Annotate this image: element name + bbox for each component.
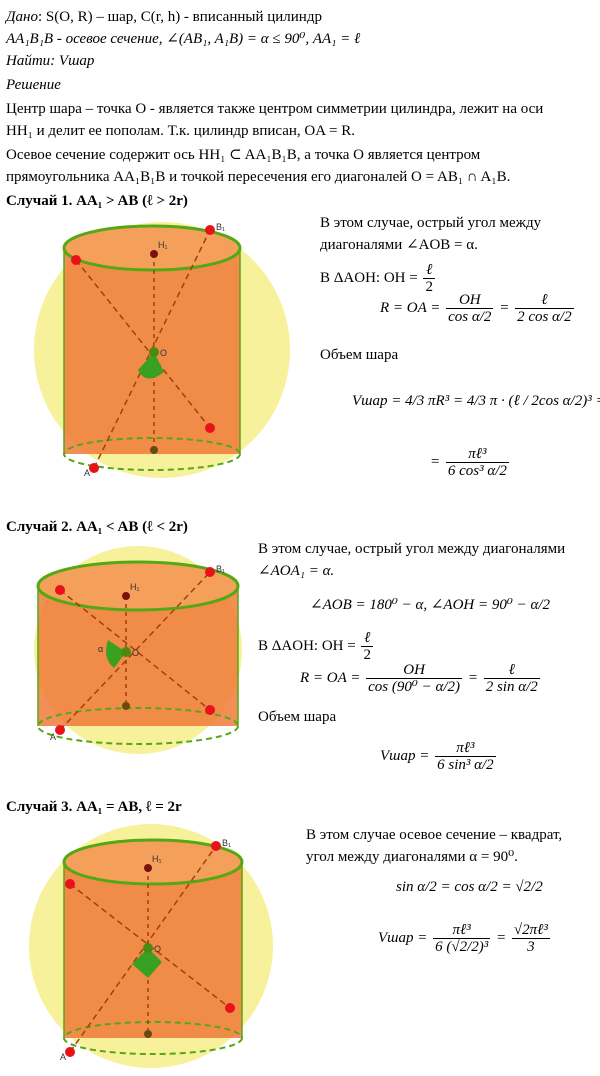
case1-r-eq: =: [499, 299, 510, 316]
case3-v-den: 6 (√2/2)³: [435, 939, 489, 955]
label-a: A: [50, 732, 56, 742]
case2-t4: В ΔAOH: OH =: [258, 637, 356, 654]
case3-v2-den: 3: [527, 939, 535, 955]
case3-t1: В этом случае осевое сечение – квадрат,: [306, 827, 563, 843]
case3-v-eq: =: [496, 929, 507, 946]
case2-v-den: 6 sin³ α/2: [437, 757, 494, 773]
angle-marker: [132, 948, 162, 978]
case1-figure: H₁ B₁ O A: [34, 222, 290, 478]
case2-t1: В этом случае, острый угол между диагона…: [258, 541, 566, 557]
case2-r-den: cos (90⁰ − α/2): [368, 679, 461, 695]
case1-res-num: πℓ³: [445, 446, 509, 463]
case1-v-mid: 4/3 πR³ = 4/3 π · (ℓ / 2cos α/2)³ =: [405, 393, 600, 409]
case1-t2: диагоналями ∠AOB = α.: [320, 237, 478, 253]
case1-r2-den: 2 cos α/2: [517, 309, 572, 325]
solution-p2a: Осевое сечение содержит ось HH₁ ⊂ AA₁B₁B…: [6, 147, 481, 163]
diagonal-ab1: [59, 571, 211, 731]
label-o: O: [154, 944, 161, 954]
cylinder-body: [64, 862, 242, 1038]
given-label: Дано: [6, 9, 38, 25]
case3-v-left: Vшар =: [378, 929, 428, 946]
label-h1: H₁: [130, 582, 140, 592]
solution-label: Решение: [6, 77, 61, 93]
label-o: O: [132, 648, 139, 658]
case2-r2-den: 2 sin α/2: [485, 679, 538, 695]
case2-t2: ∠AOA₁ = α.: [258, 563, 335, 579]
label-a: A: [60, 1052, 66, 1062]
case2-figure: H₁ B₁ O α A: [34, 546, 242, 754]
case2-t3: ∠AOB = 180⁰ − α, ∠AOH = 90⁰ − α/2: [310, 597, 551, 613]
case1-t3-den: 2: [425, 279, 433, 295]
case1-vol-label: Объем шара: [320, 347, 399, 363]
label-b1: B₁: [216, 222, 225, 232]
case1-t3-num: ℓ: [423, 262, 435, 279]
label-alpha: α: [98, 644, 103, 654]
case1-r2-num: ℓ: [515, 292, 574, 309]
case1-t3: В ΔAOH: OH =: [320, 269, 418, 286]
case1-res-den: 6 cos³ α/2: [447, 463, 507, 479]
case2-title: Случай 2. AA₁ < AB (ℓ < 2r): [6, 519, 188, 535]
find-text: : Vшар: [50, 53, 95, 69]
case2-t4-den: 2: [363, 647, 371, 663]
solution-p1b: HH₁ и делит ее пополам. Т.к. цилиндр впи…: [6, 123, 355, 139]
case3-t2: угол между диагоналями α = 90⁰.: [306, 849, 518, 865]
given-line-2: AA₁B₁B - осевое сечение, ∠(AB₁, A₁B) = α…: [6, 31, 361, 47]
label-h1: H₁: [158, 240, 168, 250]
case3-v2-num: √2πℓ³: [511, 922, 550, 939]
case2-r-left: R = OA =: [300, 669, 361, 686]
diagonal-a1b: [59, 589, 211, 711]
case1-t1: В этом случае, острый угол между: [320, 215, 542, 231]
case1-r-left: R = OA =: [380, 299, 441, 316]
angle-marker: [106, 640, 126, 668]
given-line: Дано: S(O, R) – шар, C(r, h) - вписанный…: [6, 8, 322, 26]
case3-t3: sin α/2 = cos α/2 = √2/2: [396, 879, 543, 895]
label-a: A: [84, 468, 90, 478]
diagonal-ab1: [69, 845, 217, 1053]
case2-r-num: OH: [366, 662, 463, 679]
angle-marker: [138, 352, 164, 379]
case1-r-num: OH: [446, 292, 494, 309]
label-b1: B₁: [216, 564, 225, 574]
solution-p2b: прямоугольника AA₁B₁B и точкой пересечен…: [6, 169, 511, 185]
case1-v-wrap: Vшар = 4/3 πR³ = 4/3 π · (ℓ / 2cos α/2)³…: [352, 392, 600, 411]
find-line: Найти: Vшар: [6, 52, 94, 70]
case2-vol-label: Объем шара: [258, 709, 337, 725]
label-b1: B₁: [222, 838, 231, 848]
label-h1: H₁: [152, 854, 162, 864]
case3-title: Случай 3. AA₁ = AB, ℓ = 2r: [6, 799, 182, 815]
solution-p1a: Центр шара – точка O - является также це…: [6, 101, 544, 117]
case2-r2-num: ℓ: [483, 662, 540, 679]
case2-v-num: πℓ³: [435, 740, 496, 757]
diagonal-a1b: [75, 259, 211, 429]
case1-title: Случай 1. AA₁ > AB (ℓ > 2r): [6, 193, 188, 209]
case1-v-left: Vшар =: [352, 393, 402, 409]
label-o: O: [160, 348, 167, 358]
case2-v-left: Vшар =: [380, 747, 430, 764]
given-text: : S(O, R) – шар, C(r, h) - вписанный цил…: [38, 9, 322, 25]
case3-figure: H₁ B₁ O A: [29, 824, 273, 1068]
case2-t4-num: ℓ: [361, 630, 373, 647]
case1-r-den: cos α/2: [448, 309, 492, 325]
find-label: Найти: [6, 53, 51, 69]
case3-v-num: πℓ³: [433, 922, 491, 939]
